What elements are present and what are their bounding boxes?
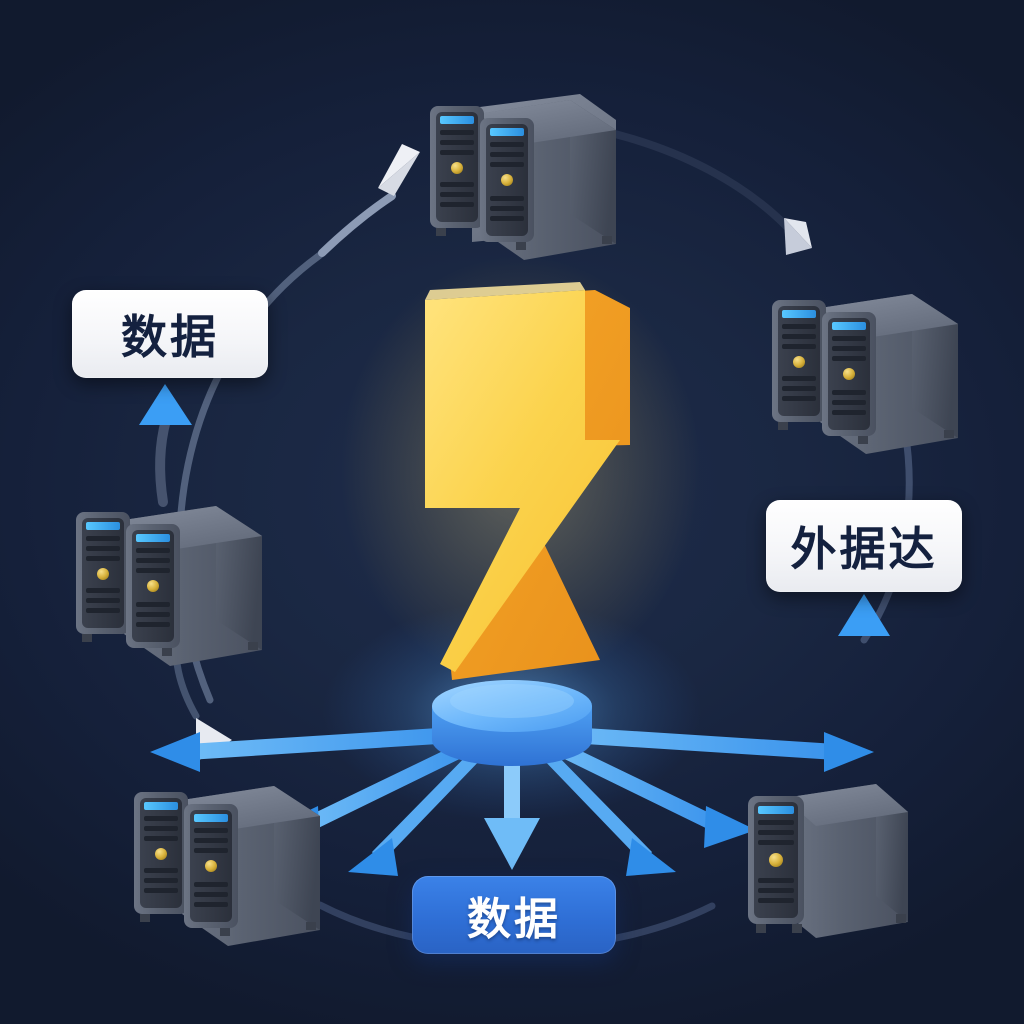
arrowhead-to-right-server xyxy=(784,218,812,255)
beam-to-bottom-right-3 xyxy=(540,744,676,876)
server-tower-1 xyxy=(76,512,130,634)
server-tower-1 xyxy=(748,796,804,924)
server-cluster-bottom-right[interactable] xyxy=(748,784,908,938)
server-cluster-bottom-left[interactable] xyxy=(134,786,320,946)
label-card-bottom[interactable]: 数据 xyxy=(412,876,616,954)
label-right-text: 外据达 xyxy=(790,523,938,575)
server-tower-1 xyxy=(772,300,826,422)
server-tower-2 xyxy=(480,118,534,242)
label-card-right[interactable]: 外据达 xyxy=(766,500,962,592)
server-tower-2 xyxy=(822,312,876,436)
lightning-bolt xyxy=(340,255,700,685)
central-hub[interactable] xyxy=(432,680,592,766)
beam-to-bottom-left-3 xyxy=(348,744,484,876)
arrowhead-to-top-server xyxy=(318,144,420,257)
server-cluster-right[interactable] xyxy=(772,294,958,454)
server-unit-large xyxy=(784,784,908,938)
arrow-left-server-to-label xyxy=(139,384,192,507)
server-cluster-left[interactable] xyxy=(76,506,262,666)
hub-beams xyxy=(150,726,874,876)
beam-to-bottom-left-1 xyxy=(150,726,470,772)
label-left-text: 数据 xyxy=(121,311,219,363)
server-tower-1 xyxy=(134,792,188,914)
beam-to-bottom-right-1 xyxy=(554,726,874,772)
server-tower-1 xyxy=(430,106,484,228)
label-bottom-text: 数据 xyxy=(467,895,561,944)
server-tower-2 xyxy=(126,524,180,648)
arrow-right-server-to-label xyxy=(838,594,890,636)
server-tower-2 xyxy=(184,804,238,928)
connector-top-to-right xyxy=(594,126,796,236)
label-card-left[interactable]: 数据 xyxy=(72,290,268,378)
server-cluster-top[interactable] xyxy=(430,94,616,260)
beam-to-bottom-right-2 xyxy=(546,736,756,848)
